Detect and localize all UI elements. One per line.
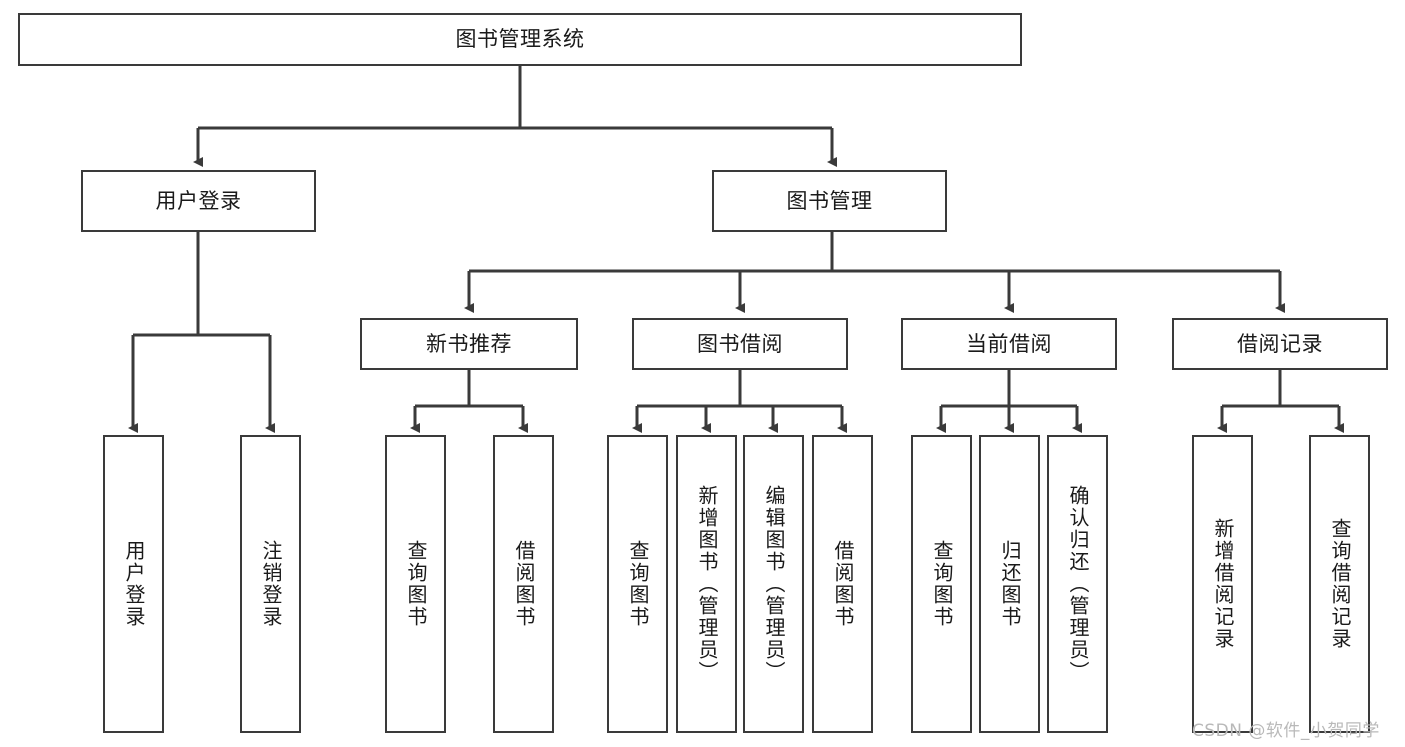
leaf-current-borrow-confirm-return-admin[interactable]: 确认归还（管理员）: [1047, 435, 1108, 733]
leaf-current-borrow-query-book[interactable]: 查询图书: [911, 435, 972, 733]
leaf-borrow-record-add-record[interactable]: 新增借阅记录: [1192, 435, 1253, 733]
node-book-management[interactable]: 图书管理: [712, 170, 947, 232]
leaf-book-borrow-add-book-admin[interactable]: 新增图书（管理员）: [676, 435, 737, 733]
node-book-borrow[interactable]: 图书借阅: [632, 318, 848, 370]
leaf-book-borrow-borrow-book[interactable]: 借阅图书: [812, 435, 873, 733]
node-borrow-record[interactable]: 借阅记录: [1172, 318, 1388, 370]
leaf-new-book-query-book[interactable]: 查询图书: [385, 435, 446, 733]
leaf-book-borrow-edit-book-admin[interactable]: 编辑图书（管理员）: [743, 435, 804, 733]
leaf-current-borrow-return-book[interactable]: 归还图书: [979, 435, 1040, 733]
node-current-borrow[interactable]: 当前借阅: [901, 318, 1117, 370]
node-user-login[interactable]: 用户登录: [81, 170, 316, 232]
leaf-user-login-do-login[interactable]: 用户登录: [103, 435, 164, 733]
leaf-borrow-record-query-record[interactable]: 查询借阅记录: [1309, 435, 1370, 733]
node-new-book-recommend[interactable]: 新书推荐: [360, 318, 578, 370]
leaf-new-book-borrow-book[interactable]: 借阅图书: [493, 435, 554, 733]
leaf-book-borrow-query-book[interactable]: 查询图书: [607, 435, 668, 733]
node-root-system[interactable]: 图书管理系统: [18, 13, 1022, 66]
leaf-user-login-logout[interactable]: 注销登录: [240, 435, 301, 733]
csdn-watermark: CSDN @软件_小贺同学: [1192, 721, 1380, 741]
